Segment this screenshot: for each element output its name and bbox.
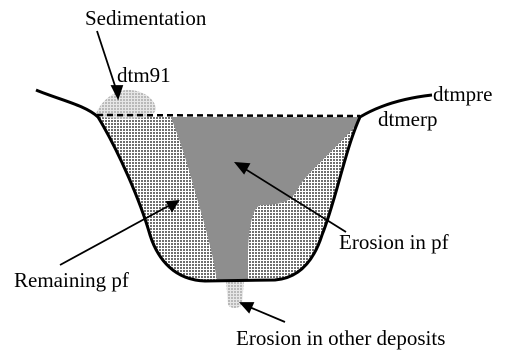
arrowhead-sedimentation xyxy=(110,85,124,101)
label-erosion-in-pf: Erosion in pf xyxy=(339,230,449,254)
arrow-erosion-other-deposits xyxy=(246,305,286,323)
label-dtmpre: dtmpre xyxy=(433,82,492,106)
arrowhead-erosion-in-pf xyxy=(234,161,251,175)
erosion-other-deposits-region xyxy=(226,280,244,308)
label-remaining-pf: Remaining pf xyxy=(14,268,129,292)
sedimentation-region xyxy=(95,89,156,120)
label-erosion-in-other-deposits: Erosion in other deposits xyxy=(236,326,445,350)
dtmpre-dashed-line xyxy=(96,113,361,118)
label-sedimentation: Sedimentation xyxy=(85,6,207,30)
label-dtmerp: dtmerp xyxy=(378,107,437,131)
dtmerp-outline xyxy=(35,88,433,283)
arrow-sedimentation xyxy=(96,30,119,96)
arrows xyxy=(59,30,347,323)
arrow-erosion-in-pf xyxy=(241,166,347,233)
label-dtm91: dtm91 xyxy=(117,63,171,87)
arrowhead-erosion-other-deposits xyxy=(238,302,255,314)
arrowhead-remaining-pf xyxy=(165,199,180,213)
arrow-remaining-pf xyxy=(59,203,173,266)
erosion-in-pf-region xyxy=(170,117,360,281)
